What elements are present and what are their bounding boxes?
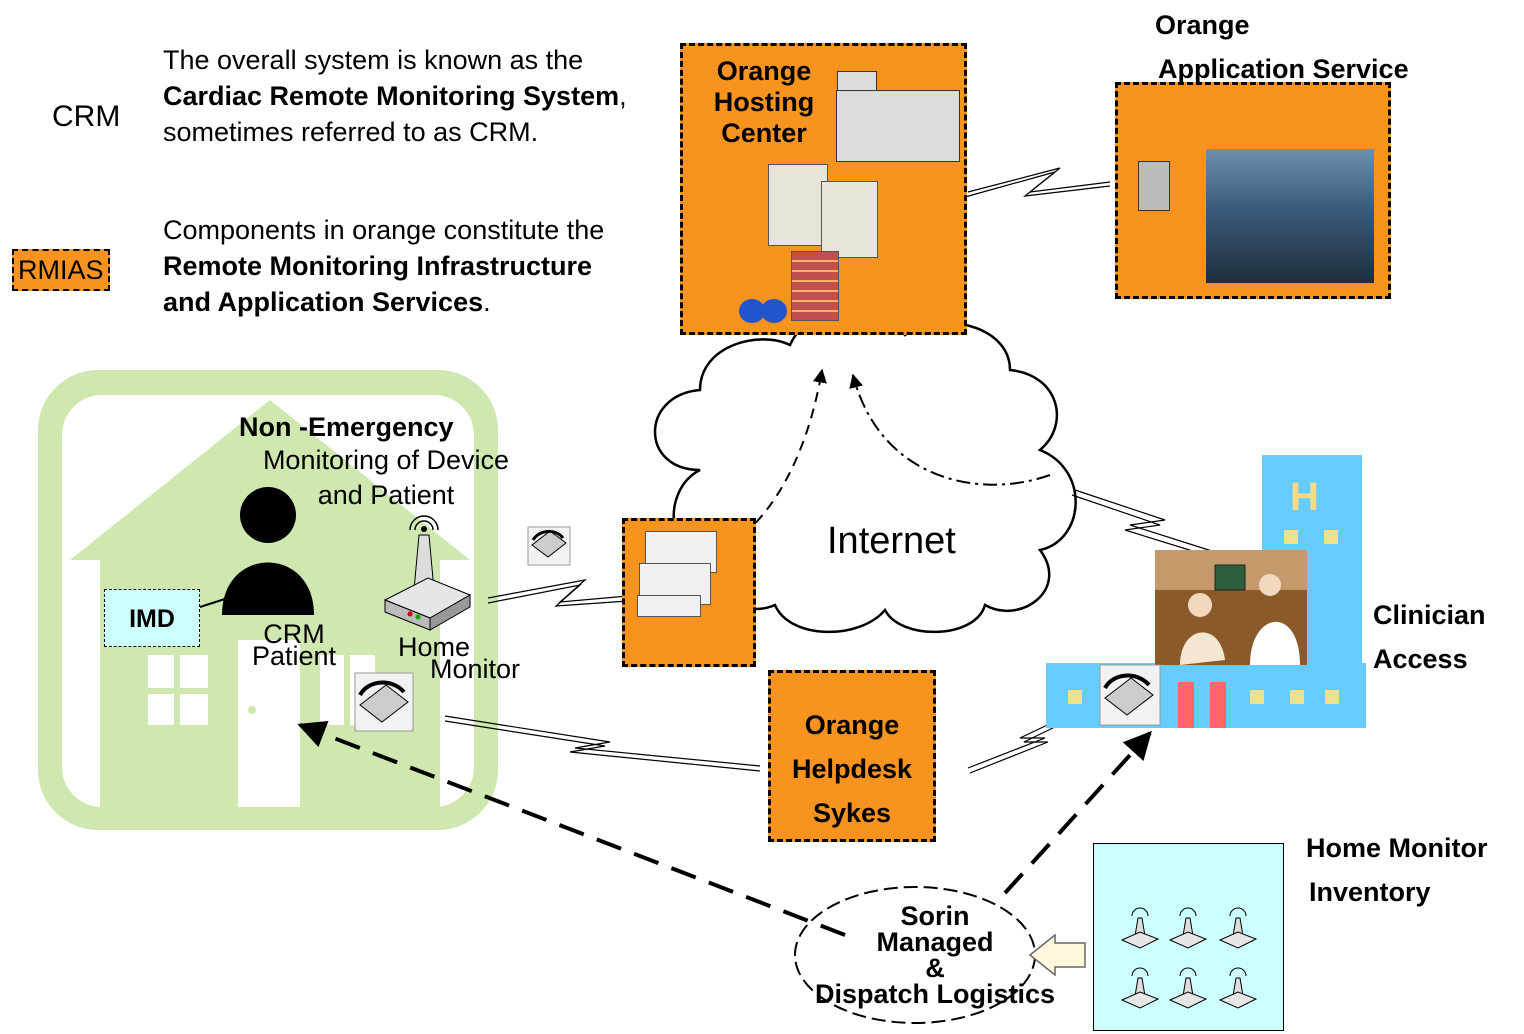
clinician-access-label: Clinician Access [1373, 600, 1486, 674]
crm-legend-description: The overall system is known as the Cardi… [163, 45, 627, 147]
svg-text:H: H [1290, 475, 1319, 519]
inventory-monitor-icon [1118, 962, 1162, 1010]
firewall-icon [791, 251, 839, 321]
patient-silhouette [222, 487, 314, 615]
clinician-photo [1155, 550, 1307, 665]
modem-icon-3 [637, 595, 701, 617]
app-service-box [1115, 82, 1391, 299]
helpdesk-box: Orange Helpdesk Sykes [768, 670, 936, 842]
crm-patient-label: CRM Patient [251, 619, 337, 671]
relay-box [622, 518, 756, 667]
helpdesk-title: Orange Helpdesk Sykes [791, 710, 913, 828]
inventory-monitor-icon [1216, 902, 1260, 950]
hosting-center-box: Orange Hosting Center [680, 43, 967, 335]
internet-label: Internet [827, 520, 956, 562]
imd-box: IMD [104, 589, 200, 647]
internet-cloud [653, 308, 1077, 634]
phone-icon-top [527, 526, 571, 566]
hosting-center-title: Orange Hosting Center [713, 56, 815, 148]
inventory-box [1093, 843, 1284, 1031]
server-tower-icon [1138, 161, 1170, 211]
server-icon [768, 164, 828, 246]
inventory-monitor-icon [1216, 962, 1260, 1010]
app-service-title: Orange Application Service [1155, 10, 1409, 84]
rmias-legend-label: RMIAS [12, 249, 110, 291]
router-icon [739, 299, 765, 323]
inventory-monitor-icon [1118, 902, 1162, 950]
inventory-title: Home Monitor Inventory [1306, 833, 1488, 907]
inventory-monitor-icon [1166, 962, 1210, 1010]
rmias-legend-description: Components in orange constitute the Remo… [163, 215, 605, 317]
monitoring-subtitle: Monitoring of Device and Patient [262, 445, 510, 510]
non-emergency-title: Non -Emergency [239, 412, 454, 442]
folder-icon [836, 71, 960, 162]
router-icon-2 [761, 299, 787, 323]
inventory-monitor-icon [1166, 902, 1210, 950]
phone-icon-hospital [1099, 664, 1161, 726]
crm-legend-label: CRM [52, 100, 121, 133]
inventory-arrow [1028, 933, 1086, 977]
server-icon-2 [821, 181, 878, 258]
logistics-label: Sorin Managed & Dispatch Logistics [814, 901, 1056, 1009]
home-monitor-device [383, 515, 472, 631]
control-room-photo [1206, 149, 1374, 283]
phone-icon-home [354, 672, 414, 732]
home-monitor-label: Home Monitor [398, 632, 521, 684]
